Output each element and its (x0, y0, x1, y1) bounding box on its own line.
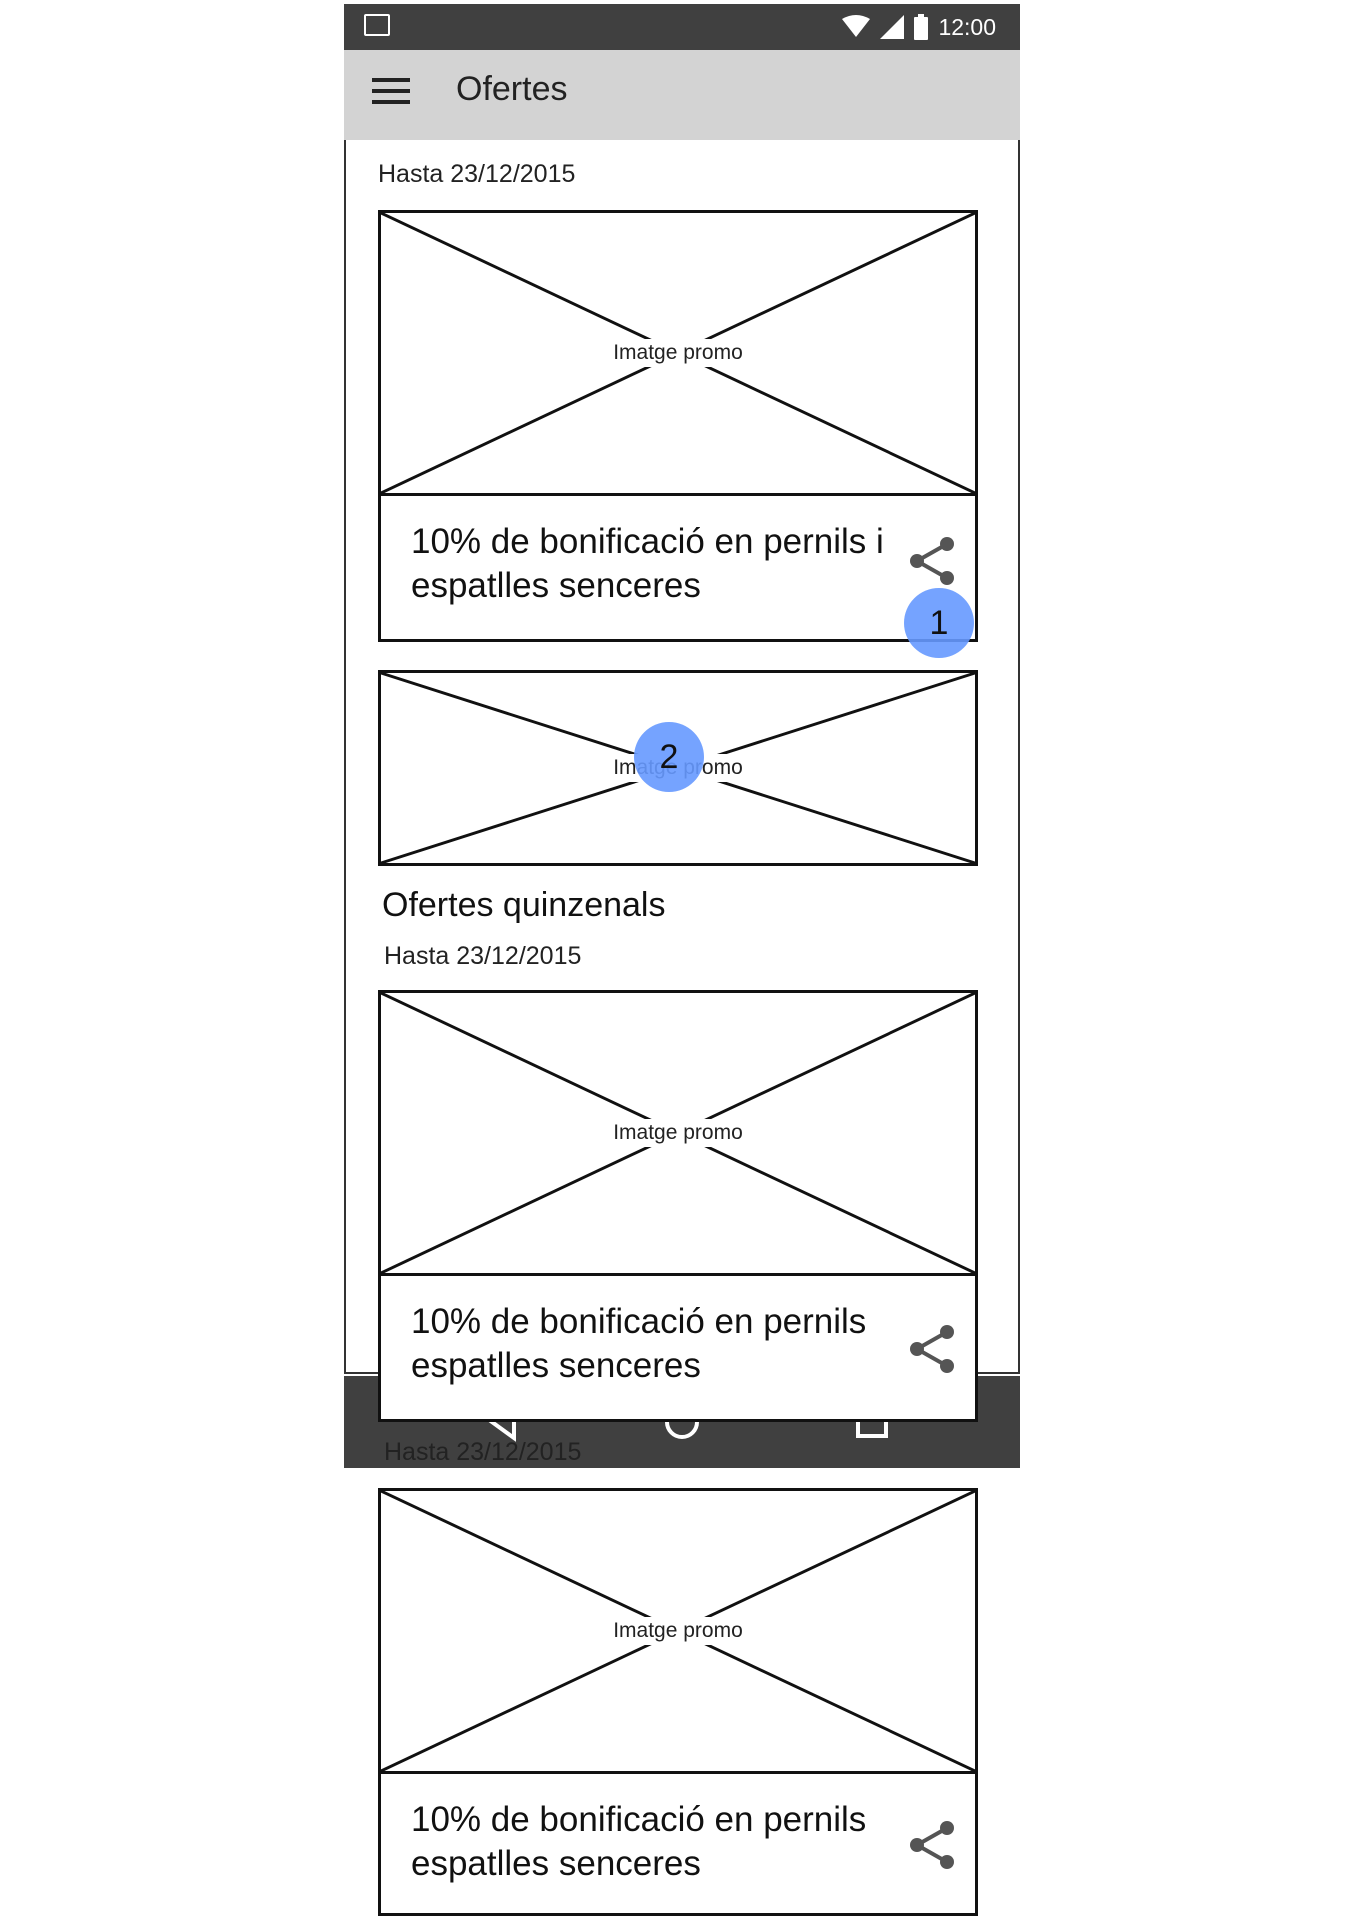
hamburger-menu-icon[interactable] (372, 78, 412, 112)
promo-image-label: Imatge promo (599, 1617, 757, 1645)
promo-image[interactable]: Imatge promo (378, 990, 978, 1276)
share-icon[interactable] (907, 1322, 957, 1376)
battery-icon (914, 14, 929, 40)
status-clock: 12:00 (938, 13, 996, 40)
share-icon[interactable] (907, 1818, 957, 1872)
wifi-icon (842, 15, 871, 37)
offer-card-caption[interactable]: 10% de bonificació en pernils espatlles … (378, 1774, 978, 1916)
section-validity-date: Hasta 23/12/2015 (384, 942, 582, 970)
offer-card-caption[interactable]: 10% de bonificació en pernils espatlles … (378, 1276, 978, 1422)
status-bar: 12:00 (344, 4, 1020, 50)
offer-caption-text: 10% de bonificació en pernils espatlles … (411, 1302, 867, 1385)
section-title: Ofertes quinzenals (382, 886, 666, 924)
overflow-validity-date: Hasta 23/12/2015 (384, 1438, 582, 1466)
share-icon[interactable] (907, 534, 957, 588)
offer-card-caption[interactable]: 10% de bonificació en pernils i espatlle… (378, 496, 978, 642)
app-bar: Ofertes (344, 50, 1020, 140)
promo-image[interactable]: Imatge promo (378, 210, 978, 496)
page-title: Ofertes (456, 70, 568, 108)
offer-caption-text: 10% de bonificació en pernils i espatlle… (411, 522, 884, 605)
promo-image[interactable]: Imatge promo (378, 1488, 978, 1774)
offer-caption-text: 10% de bonificació en pernils espatlles … (411, 1800, 867, 1883)
promo-image-label: Imatge promo (599, 339, 757, 367)
promo-image-label: Imatge promo (599, 1119, 757, 1147)
image-icon (364, 14, 390, 36)
offer-validity-date: Hasta 23/12/2015 (378, 160, 576, 188)
annotation-marker-1: 1 (904, 588, 974, 658)
annotation-marker-2: 2 (634, 722, 704, 792)
signal-icon (880, 15, 905, 39)
